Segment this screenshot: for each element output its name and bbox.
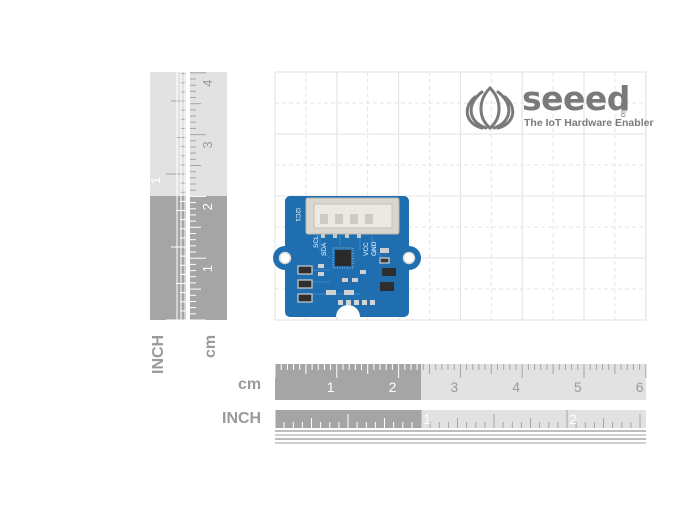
- horizontal-ruler-inch: [274, 410, 646, 444]
- pin-label-sda: SDA: [321, 242, 328, 256]
- vertical-cm-tick-label: 4: [200, 80, 215, 87]
- cm-tick-label: 1: [327, 379, 335, 395]
- vertical-ruler-cm: [190, 72, 227, 321]
- grove-sensor-board: I2C1 SCL SDA VCC GND: [273, 196, 421, 317]
- brand-name: seeed: [522, 79, 630, 118]
- inch-unit-label: INCH: [222, 410, 262, 427]
- pin-hole: [338, 300, 343, 305]
- cm-tick-label: 4: [512, 379, 520, 395]
- cm-tick-label: 6: [636, 379, 644, 395]
- vertical-inch-tick-label: 1: [148, 177, 163, 184]
- pin-label-gnd: GND: [371, 241, 378, 256]
- connector-label: I2C1: [294, 208, 301, 222]
- pin-label-vcc: VCC: [363, 242, 370, 256]
- pin-hole: [362, 300, 367, 305]
- vertical-cm-unit-label: cm: [202, 334, 219, 358]
- seeed-logo-icon: [465, 86, 515, 130]
- sensor-chip: [332, 247, 354, 269]
- inch-tick-label: 2: [569, 411, 577, 427]
- cm-tick-label: 5: [574, 379, 582, 395]
- cm-tick-label: 3: [450, 379, 458, 395]
- cm-tick-label: 2: [389, 379, 397, 395]
- cm-unit-label: cm: [238, 376, 262, 393]
- pin-hole: [346, 300, 351, 305]
- inch-tick-label: 1: [423, 411, 431, 427]
- pin-hole: [370, 300, 375, 305]
- vertical-ruler-inch: [150, 72, 186, 321]
- vertical-cm-tick-label: 2: [200, 203, 215, 210]
- vertical-cm-tick-label: 1: [200, 265, 215, 272]
- horizontal-ruler-cm: [274, 364, 647, 400]
- header-pin-holes: [338, 300, 375, 305]
- brand-suffix: studio: [619, 96, 628, 118]
- pin-hole: [354, 300, 359, 305]
- vertical-inch-unit-label: INCH: [150, 334, 167, 374]
- brand-tagline: The IoT Hardware Enabler: [524, 117, 654, 129]
- pin-label-scl: SCL: [313, 235, 320, 248]
- smd-components: [297, 248, 396, 303]
- grove-connector: [305, 197, 400, 238]
- vertical-cm-tick-label: 3: [200, 141, 215, 148]
